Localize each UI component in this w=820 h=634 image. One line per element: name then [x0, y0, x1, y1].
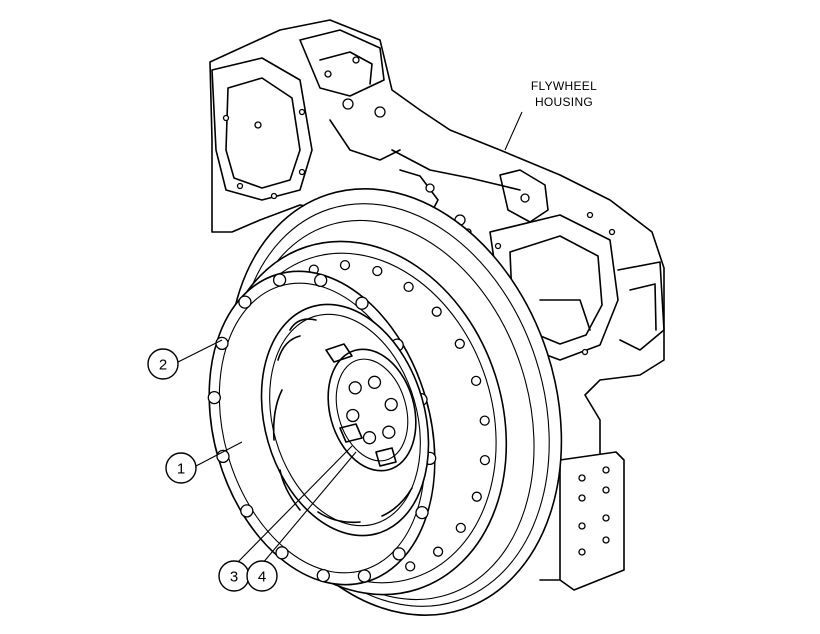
- callout-4-number: 4: [258, 569, 266, 586]
- flywheel-hole: [372, 265, 383, 277]
- flywheel-hole: [432, 546, 444, 557]
- flange-bolt: [392, 547, 406, 561]
- callout-2-circle: [147, 348, 179, 380]
- callout-1-circle: [165, 452, 197, 484]
- callout-2: 2: [147, 348, 179, 380]
- hub-bolt-hole: [362, 431, 377, 445]
- flange-bolt: [275, 546, 289, 560]
- housing-label-line1: FLYWHEEL: [531, 79, 597, 93]
- flange-bolt: [314, 273, 328, 288]
- callout-1: 1: [165, 452, 197, 484]
- flange-bolt: [215, 336, 229, 351]
- flywheel-hole: [471, 491, 482, 502]
- housing-leader-line: [504, 111, 523, 151]
- hub-bolt-hole: [367, 375, 382, 389]
- callout-3: 3: [218, 560, 250, 592]
- flywheel-hole: [479, 454, 491, 466]
- flange-bolt: [355, 296, 369, 310]
- flange-bolt: [357, 569, 372, 583]
- flywheel-hole: [405, 561, 416, 572]
- flywheel-housing-label: FLYWHEEL HOUSING: [531, 79, 597, 109]
- flange-bolt: [207, 390, 221, 405]
- inner-disc: [260, 303, 430, 537]
- flange-bolt: [316, 568, 330, 583]
- hub-bolt-hole: [348, 381, 362, 395]
- hub-bolt-hole: [382, 425, 396, 439]
- flange-bolt: [415, 505, 429, 520]
- flywheel-hole: [339, 259, 351, 271]
- callout-1-leader-line: [195, 441, 243, 467]
- flywheel-hole: [470, 375, 482, 387]
- flywheel-hole: [431, 306, 442, 317]
- flange-bolt: [272, 273, 287, 287]
- callout-3-leader-line: [235, 445, 353, 565]
- callout-4-circle: [246, 560, 278, 592]
- leader-lines: [177, 111, 523, 565]
- callout-2-number: 2: [159, 357, 167, 374]
- callout-4: 4: [246, 560, 278, 592]
- hub-bolt-hole: [346, 408, 360, 423]
- callout-4-leader-line: [261, 451, 357, 565]
- hub-bolt-hole: [384, 397, 398, 412]
- flywheel-hole: [455, 522, 466, 534]
- flywheel-hole: [479, 415, 490, 426]
- flange-bolt: [238, 295, 252, 309]
- flywheel-hole: [454, 338, 465, 349]
- flange-bolt: [240, 504, 254, 518]
- flywheel-hole: [403, 281, 414, 293]
- callout-3-number: 3: [230, 569, 238, 586]
- callout-2-leader-line: [177, 339, 223, 363]
- callout-1-number: 1: [177, 461, 185, 478]
- housing-label-line2: HOUSING: [535, 95, 593, 109]
